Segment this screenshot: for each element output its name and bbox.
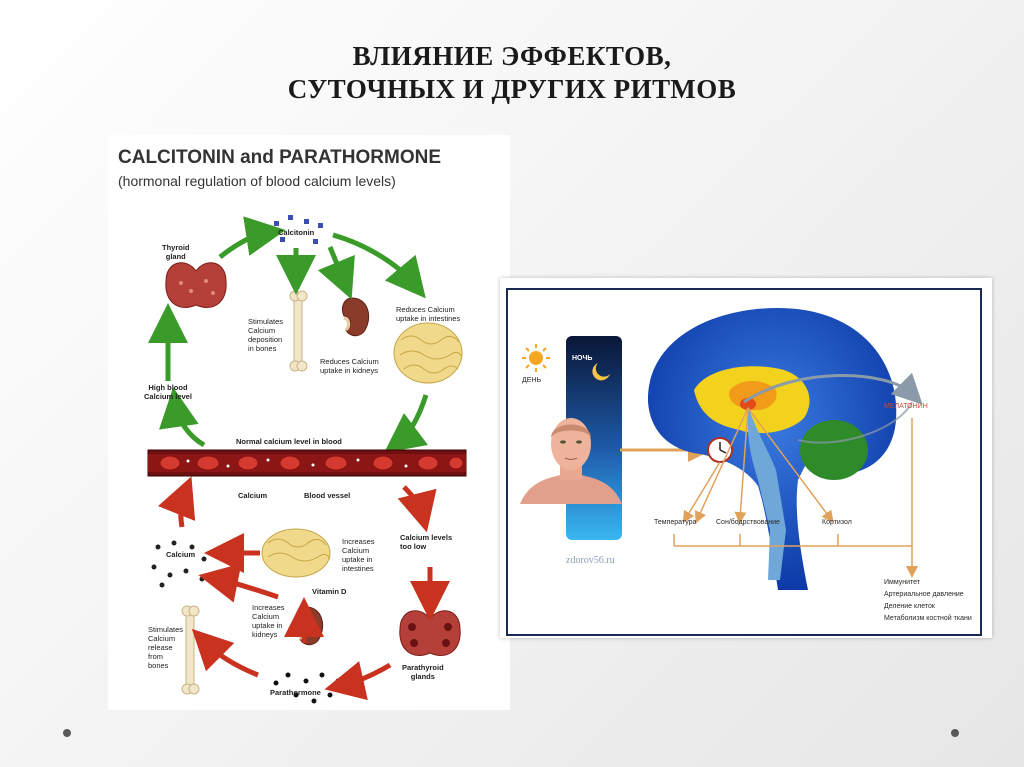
intestines-bottom [261, 528, 331, 578]
label-normal-level: Normal calcium level in blood [236, 437, 342, 446]
green-arrows [148, 216, 429, 454]
intestines-top [393, 322, 463, 384]
melatonin-diagram-artwork [520, 308, 923, 590]
calcitonin-diagram-title: CALCITONIN and PARATHORMONE [118, 147, 441, 168]
label-watermark: zdorov56.ru [566, 555, 615, 566]
bone-bottom [181, 605, 200, 695]
kidney-top [341, 297, 370, 337]
brain-illustration [647, 308, 897, 590]
label-increases-intestines: Increases Calcium uptake in intestines [342, 537, 375, 573]
moon-icon [592, 363, 610, 381]
thyroid-gland [165, 262, 227, 308]
label-stimulates-deposition: Stimulates Calcium deposition in bones [248, 317, 284, 353]
label-temperature: Температура [654, 519, 697, 526]
calcium-dots [151, 540, 207, 588]
label-calcium-left: Calcium [166, 550, 196, 559]
label-calcium-low: Calcium levels too low [400, 533, 453, 551]
slide-title: ВЛИЯНИЕ ЭФФЕКТОВ, СУТОЧНЫХ И ДРУГИХ РИТМ… [0, 40, 1024, 106]
slide-title-line-1: ВЛИЯНИЕ ЭФФЕКТОВ, [352, 41, 672, 71]
label-reduces-kidneys: Reduces Calcium uptake in kidneys [320, 357, 379, 375]
blood-vessel [147, 449, 467, 477]
label-night: НОЧЬ [572, 355, 593, 362]
calcitonin-diagram-artwork [147, 215, 467, 704]
red-arrows [158, 476, 450, 701]
label-melatonin: МЕЛАТОНИН [884, 403, 928, 410]
label-blood-vessel: Blood vessel [304, 491, 351, 500]
human-face [520, 418, 622, 504]
calcitonin-diagram: CALCITONIN and PARATHORMONE (hormonal re… [108, 135, 510, 710]
label-increases-kidneys: Increases Calcium uptake in kidneys [252, 603, 285, 639]
label-parathyroid: Parathyroid glands [402, 663, 444, 681]
nav-prev-dot[interactable] [63, 729, 71, 737]
label-wakefulness: Сон/бодрствование [716, 519, 780, 526]
melatonin-diagram: НОЧЬ ДЕНЬ МЕЛАТОНИН Температура Сон/бодр… [500, 278, 992, 638]
label-high-blood: High blood Calcium level [144, 383, 192, 401]
label-thyroid: Thyroid gland [162, 243, 190, 261]
label-effect-bone-metabolism: Метаболизм костной ткани [884, 615, 972, 622]
slide-title-line-2: СУТОЧНЫХ И ДРУГИХ РИТМОВ [287, 74, 737, 104]
calcitonin-diagram-subtitle: (hormonal regulation of blood calcium le… [118, 173, 396, 189]
label-vitamin-d: Vitamin D [312, 587, 347, 596]
bone-top [289, 290, 308, 372]
label-reduces-intestines: Reduces Calcium uptake in intestines [396, 305, 461, 323]
sun-icon [522, 344, 550, 372]
label-day: ДЕНЬ [522, 377, 542, 384]
label-cortisol: Кортизол [822, 519, 852, 526]
melatonin-diagram-frame: НОЧЬ ДЕНЬ МЕЛАТОНИН Температура Сон/бодр… [506, 288, 982, 636]
label-calcium-vessel: Calcium [238, 491, 268, 500]
label-effect-immunity: Иммунитет [884, 579, 921, 586]
parathyroid-gland [399, 610, 461, 656]
kidney-bottom [295, 606, 324, 646]
label-effect-cell-division: Деление клеток [884, 603, 935, 610]
label-calcitonin: Calcitonin [278, 228, 315, 237]
label-stimulates-release: Stimulates Calcium release from bones [148, 625, 184, 670]
nav-next-dot[interactable] [951, 729, 959, 737]
label-effect-blood-pressure: Артериальное давление [884, 591, 964, 598]
label-parathormone: Parathormone [270, 688, 321, 697]
